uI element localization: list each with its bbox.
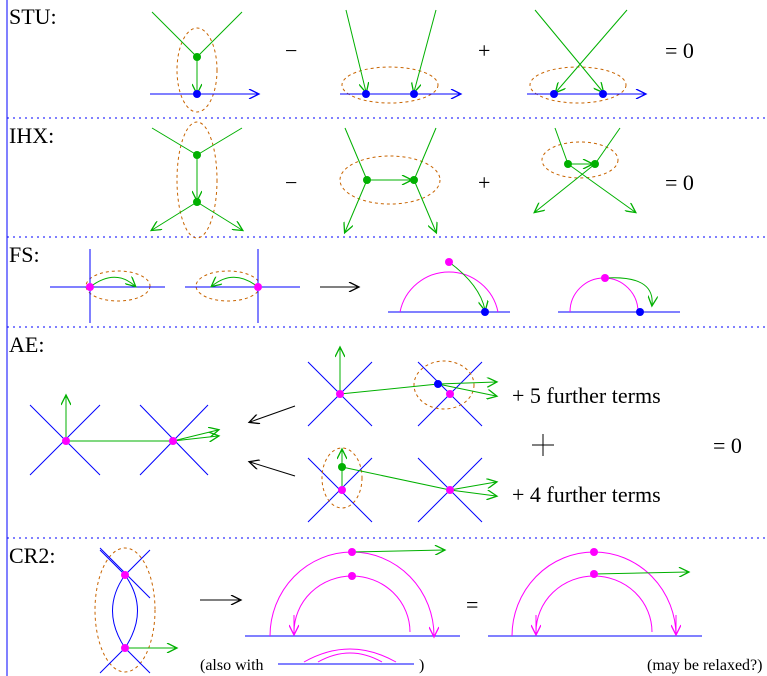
stu-term-2 [340, 9, 460, 104]
stu-term-3 [527, 9, 645, 104]
ae-arrow-upper [250, 405, 296, 422]
cr2-may-be-relaxed: (may be relaxed?) [647, 657, 762, 674]
fs-term-2 [185, 249, 300, 323]
ae-plus-sign [532, 434, 554, 456]
row-separators [7, 117, 767, 539]
cr2-inline-icon [278, 648, 414, 665]
ihx-plus: + [478, 170, 490, 195]
ae-upper-diagram [307, 348, 496, 427]
fs-term-1 [50, 249, 165, 323]
label-stu: STU: [9, 4, 57, 29]
cr2-equals: = [466, 592, 478, 617]
ae-further-4: + 4 further terms [512, 482, 661, 507]
ihx-term-2 [339, 127, 441, 232]
cr2-term-1 [94, 547, 176, 674]
cr2-term-2 [245, 548, 460, 636]
label-fs: FS: [9, 242, 40, 267]
label-ae: AE: [9, 332, 44, 357]
stu-minus: − [285, 38, 297, 63]
ae-further-5: + 5 further terms [512, 383, 661, 408]
label-cr2: CR2: [9, 543, 55, 568]
cr2-term-2-inner-arrow [294, 615, 410, 634]
ihx-equals-zero: = 0 [665, 170, 694, 195]
ae-equals-zero: = 0 [713, 433, 742, 458]
stu-equals-zero: = 0 [665, 38, 694, 63]
fs-term-3 [388, 258, 510, 316]
ihx-term-3 [535, 127, 635, 212]
cr2-also-with-open: (also with [200, 657, 264, 674]
cr2-term-3 [488, 548, 702, 637]
ihx-term-1 [152, 121, 242, 239]
label-ihx: IHX: [9, 123, 54, 148]
ae-lower-diagram [307, 447, 496, 523]
fs-term-4 [558, 274, 680, 316]
stu-plus: + [478, 38, 490, 63]
ihx-minus: − [285, 170, 297, 195]
stu-term-1 [150, 11, 258, 113]
cr2-also-with-close: ) [419, 657, 424, 674]
ae-left-diagram [29, 396, 218, 476]
ae-arrow-lower [250, 462, 296, 477]
